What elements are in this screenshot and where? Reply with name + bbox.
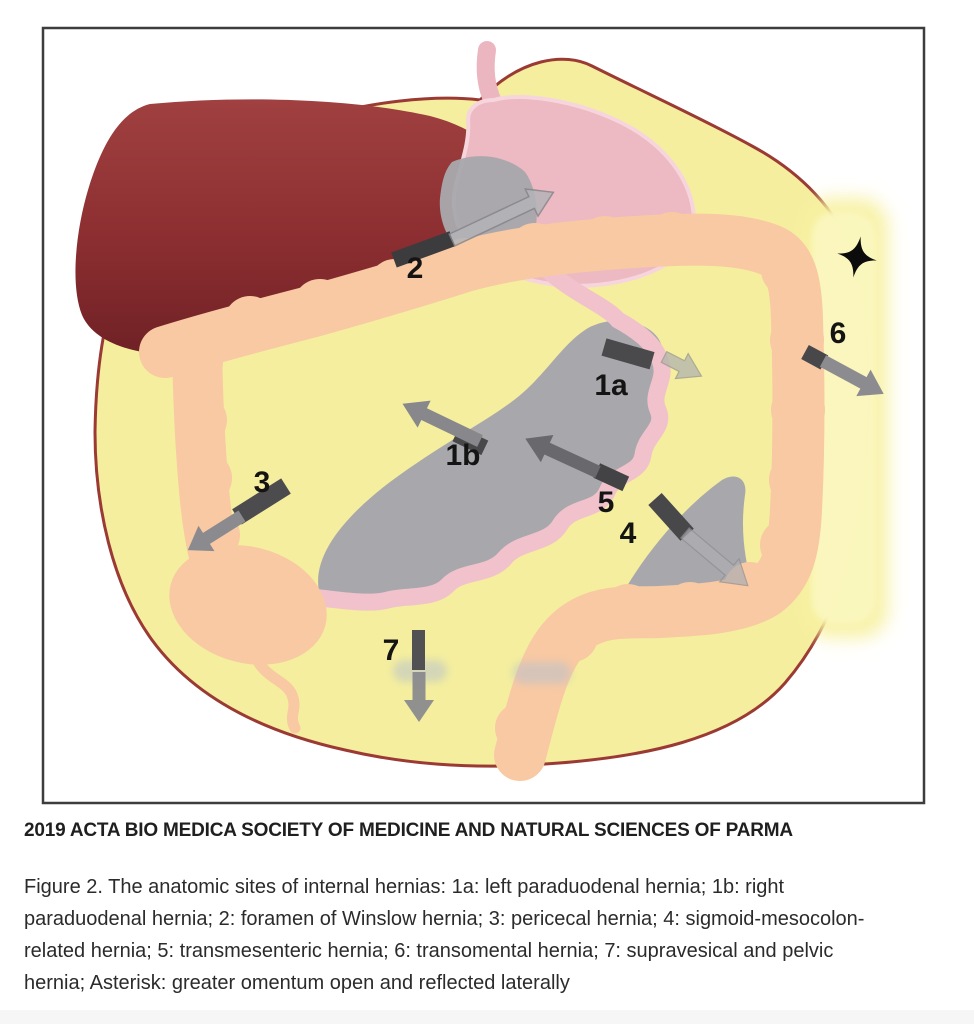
hernia-arrow-1b (402, 400, 483, 447)
hernia-arrow-7 (404, 672, 434, 722)
marker-7: 7 (383, 634, 400, 667)
hernia-arrow-3 (187, 510, 246, 552)
hernia-arrow-3-tail (232, 478, 291, 525)
marker-2: 2 (407, 252, 424, 285)
hernia-arrow-5 (525, 434, 601, 478)
hernia-arrow-7-tail (412, 630, 425, 670)
cecum-shape (169, 545, 327, 665)
appendix-shape (246, 642, 301, 734)
marker-3: 3 (254, 466, 271, 499)
marker-4: 4 (620, 517, 637, 550)
marker-1b: 1b (445, 439, 480, 472)
hernia-arrow-4-tail (648, 492, 694, 541)
hernia-arrow-4 (679, 527, 749, 587)
hernia-arrow-6 (819, 355, 884, 397)
hernia-arrow-1a (660, 350, 703, 380)
pelvic-smudges (393, 660, 571, 684)
page-bottom-band (0, 1010, 974, 1024)
hernia-arrow-6-tail (801, 344, 829, 370)
figure-caption: Figure 2. The anatomic sites of internal… (24, 871, 954, 999)
hernia-arrow-2-tail (391, 231, 455, 268)
hernia-arrow-5-tail (593, 463, 630, 492)
small-bowel-loops (246, 259, 671, 611)
marker-6: 6 (830, 317, 847, 350)
hernia-arrow-1a-tail (601, 338, 655, 370)
mesentery-shape (318, 320, 664, 602)
hernia-arrow-2 (448, 188, 555, 247)
four-pointed-star-icon (837, 236, 877, 278)
esophagus-shape (476, 41, 502, 111)
marker-5: 5 (598, 486, 615, 519)
marker-1a: 1a (594, 369, 628, 402)
omentum-band-core (812, 212, 876, 624)
caption-line-1: Figure 2. The anatomic sites of internal… (24, 876, 785, 898)
caption-attribution: 2019 ACTA BIO MEDICA SOCIETY OF MEDICINE… (24, 820, 793, 841)
caption-line-4: hernia; Asterisk: greater omentum open a… (24, 972, 570, 994)
caption-line-3: related hernia; 5: transmesenteric herni… (24, 940, 834, 962)
caption-line-2: paraduodenal hernia; 2: foramen of Winsl… (24, 908, 865, 930)
